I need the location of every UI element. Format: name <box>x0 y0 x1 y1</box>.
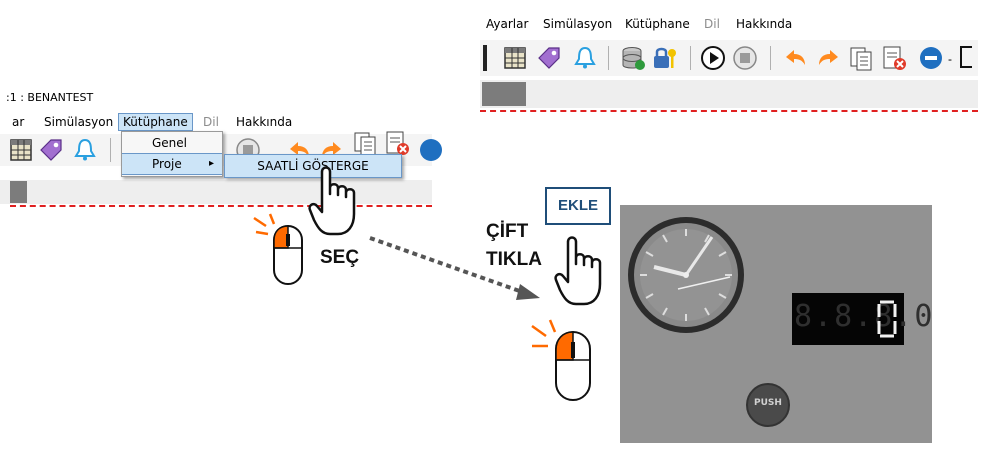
dropdown-item-genel[interactable]: Genel <box>152 136 188 150</box>
redo-icon[interactable] <box>318 137 344 163</box>
delete-icon[interactable] <box>384 130 410 156</box>
right-window: Ayarlar Simülasyon Kütüphane Dil Hakkınd… <box>480 12 978 116</box>
table-icon[interactable] <box>502 45 528 71</box>
play-icon[interactable] <box>700 45 726 71</box>
red-dashed-divider <box>480 110 978 112</box>
add-button[interactable]: EKLE <box>545 187 611 225</box>
kutuphane-dropdown: Genel Proje ▸ <box>121 131 223 177</box>
submenu-arrow-icon: ▸ <box>208 158 214 169</box>
dropdown-item-proje[interactable]: Proje ▸ <box>122 153 222 175</box>
select-caption: SEÇ <box>320 247 360 268</box>
dropdown-arrow-icon[interactable]: - <box>948 52 952 66</box>
seven-segment-display[interactable]: 8.8.8.0 <box>792 293 935 345</box>
menu-bar: Ayarlar Simülasyon Kütüphane Dil Hakkınd… <box>480 17 978 35</box>
toolbar-overflow-icon[interactable] <box>960 46 972 68</box>
menu-hakkinda[interactable]: Hakkında <box>236 115 293 129</box>
copy-icon[interactable] <box>848 45 874 71</box>
toolbar-separator <box>110 138 111 162</box>
globe-icon[interactable] <box>418 137 444 163</box>
lock-key-icon[interactable] <box>652 45 678 71</box>
hand-pointer-icon <box>306 162 366 247</box>
mouse-left-click-icon <box>250 212 310 293</box>
table-icon[interactable] <box>8 137 34 163</box>
toolbar-grip <box>483 45 487 71</box>
copy-icon[interactable] <box>352 130 378 156</box>
analog-clock[interactable] <box>626 215 746 340</box>
stop-icon[interactable] <box>732 45 758 71</box>
display-value: 8.8.8.0 <box>794 299 935 334</box>
database-icon[interactable] <box>620 45 646 71</box>
component-preview-panel: 8.8.8.0 PUSH <box>620 205 932 443</box>
toolbar: - <box>480 40 978 76</box>
panel-tab[interactable] <box>10 181 27 203</box>
menu-kutuphane[interactable]: Kütüphane <box>118 113 193 131</box>
panel-strip <box>480 80 978 108</box>
panel-tab[interactable] <box>482 82 526 106</box>
toolbar-separator <box>608 46 609 70</box>
submenu-item-saatli-gosterge[interactable]: SAATLİ GÖSTERGE <box>225 155 401 177</box>
menu-dil[interactable]: Dil <box>704 17 720 31</box>
undo-icon[interactable] <box>287 137 313 163</box>
globe-icon[interactable] <box>918 45 944 71</box>
double-click-caption-line2: TIKLA <box>486 249 542 270</box>
mouse-double-click-icon <box>528 318 600 409</box>
toolbar-separator <box>770 46 771 70</box>
menu-bar: ar Simülasyon Kütüphane Dil Hakkında <box>0 113 432 133</box>
tag-icon[interactable] <box>536 45 562 71</box>
toolbar-separator <box>690 46 691 70</box>
menu-simulasyon[interactable]: Simülasyon <box>44 115 114 129</box>
delete-icon[interactable] <box>881 45 907 71</box>
dotted-arrow <box>368 236 548 307</box>
menu-ayarlar[interactable]: ar <box>12 115 25 129</box>
undo-icon[interactable] <box>783 45 809 71</box>
menu-hakkinda[interactable]: Hakkında <box>736 17 793 31</box>
proje-submenu: SAATLİ GÖSTERGE <box>224 154 402 178</box>
double-click-caption-line1: ÇİFT <box>486 221 529 242</box>
hand-pointer-icon <box>552 232 612 317</box>
panel-strip <box>0 180 432 204</box>
menu-simulasyon[interactable]: Simülasyon <box>543 17 613 31</box>
menu-dil[interactable]: Dil <box>203 115 219 129</box>
bell-icon[interactable] <box>572 45 598 71</box>
menu-kutuphane[interactable]: Kütüphane <box>625 17 690 31</box>
red-dashed-divider <box>10 205 432 207</box>
redo-icon[interactable] <box>815 45 841 71</box>
active-digit <box>876 299 898 339</box>
window-title: :1 : BENANTEST <box>6 91 94 104</box>
bell-icon[interactable] <box>72 137 98 163</box>
push-button[interactable]: PUSH <box>746 383 790 427</box>
tag-icon[interactable] <box>38 137 64 163</box>
menu-ayarlar[interactable]: Ayarlar <box>486 17 529 31</box>
